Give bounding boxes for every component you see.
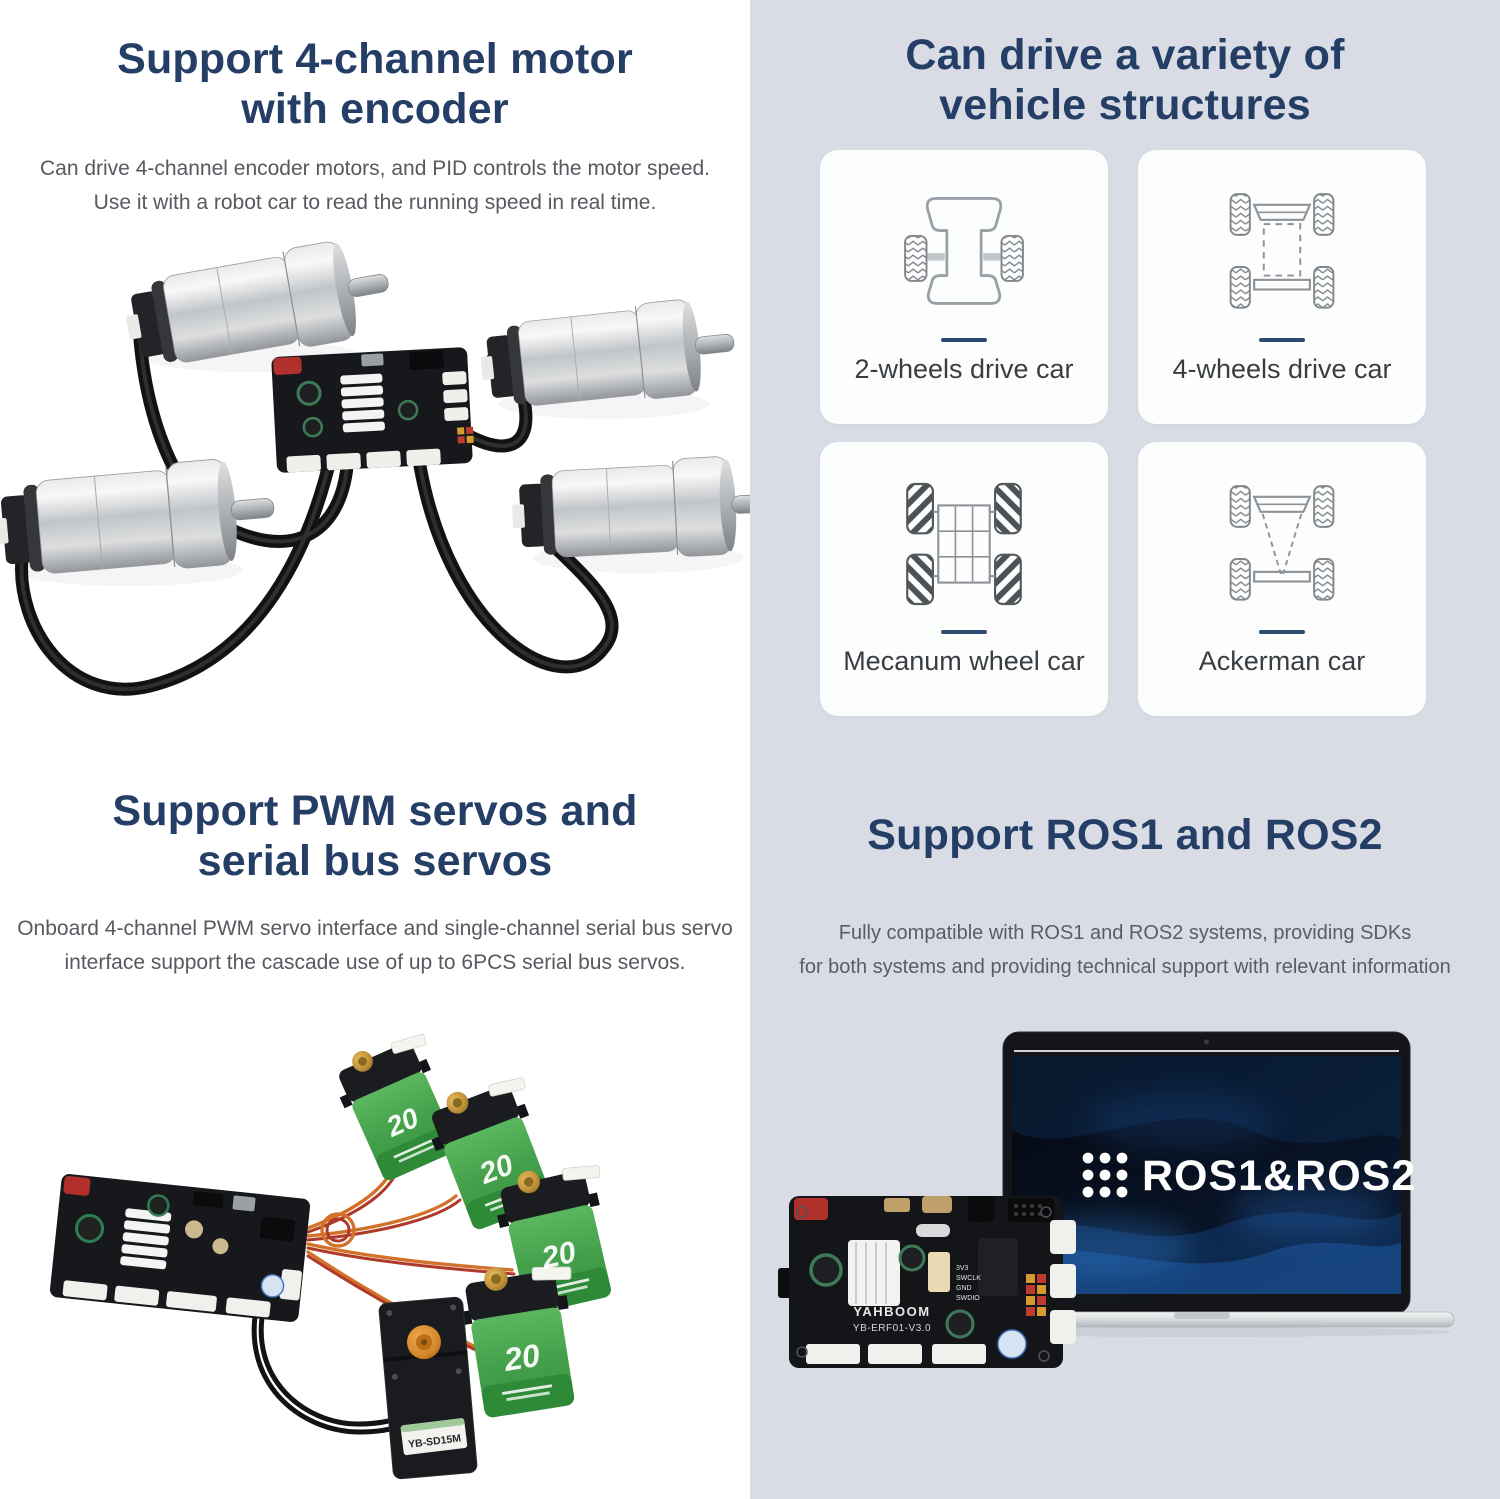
board-pin-label: SWCLK [956, 1275, 981, 1282]
motor-title-line2: with encoder [241, 85, 509, 133]
motor-title-line1: Support 4-channel motor [117, 35, 633, 83]
vehicle-card-label: Mecanum wheel car [843, 646, 1085, 676]
vehicle-title-line1: Can drive a variety of [905, 31, 1345, 79]
ros-section-title: Support ROS1 and ROS2 [750, 810, 1500, 860]
servo-section-title: Support PWM servos and serial bus servos [0, 786, 750, 886]
motor-body-line1: Can drive 4-channel encoder motors, and … [39, 157, 711, 180]
board-brand-silkscreen: YAHBOOM [853, 1304, 930, 1319]
vehicle-cards-grid: 2-wheels drive car 4-wheels drive car [820, 150, 1426, 716]
encoder-motor-4 [509, 453, 750, 566]
ros-body-line1: Fully compatible with ROS1 and ROS2 syst… [838, 922, 1412, 944]
laptop-illustration: ROS1&ROS2 [947, 1031, 1455, 1337]
vehicle-title-line2: vehicle structures [939, 81, 1311, 129]
servo-badge-20: 20 [538, 1235, 580, 1276]
ros-title: Support ROS1 and ROS2 [867, 811, 1383, 859]
two-wheel-drive-car-icon [904, 197, 1024, 305]
motor-section-body: Can drive 4-channel encoder motors, and … [0, 152, 750, 220]
servo-body-line1: Onboard 4-channel PWM servo interface an… [17, 917, 733, 940]
card-underline [941, 630, 987, 634]
card-underline [1259, 630, 1305, 634]
card-underline [941, 338, 987, 342]
servo-body-line2: interface support the cascade use of up … [64, 951, 686, 974]
motor-section-title: Support 4-channel motor with encoder [0, 34, 750, 134]
servo-driver-board [49, 1174, 311, 1322]
vehicle-card-ackerman: Ackerman car [1138, 442, 1426, 716]
ros-dots-icon [1082, 1152, 1128, 1198]
vehicle-card-label: Ackerman car [1198, 646, 1366, 676]
vehicle-card-mecanum: Mecanum wheel car [820, 442, 1108, 716]
servo-title-line1: Support PWM servos and [112, 787, 638, 835]
servo-section-body: Onboard 4-channel PWM servo interface an… [0, 912, 750, 980]
ros-body-line2: for both systems and providing technical… [799, 956, 1451, 978]
ros-expansion-board: 3V3 SWCLK GND SWDIO [778, 1196, 1076, 1368]
servo-badge-20: 20 [501, 1337, 543, 1378]
mecanum-wheel-car-icon [906, 482, 1022, 606]
board-pin-label: 3V3 [956, 1265, 969, 1272]
vehicle-section-title: Can drive a variety of vehicle structure… [750, 30, 1500, 130]
serial-bus-servo: YB-SD15M [378, 1296, 478, 1480]
motor-body-line2: Use it with a robot car to read the runn… [93, 191, 657, 214]
vehicle-card-4wd: 4-wheels drive car [1138, 150, 1426, 424]
board-model-silkscreen: YB-ERF01-V3.0 [853, 1323, 931, 1334]
board-pin-label: SWDIO [956, 1295, 980, 1302]
card-underline [1259, 338, 1305, 342]
board-pin-label: GND [956, 1285, 972, 1292]
ros-section-body: Fully compatible with ROS1 and ROS2 syst… [750, 916, 1500, 984]
ros-illustration: ROS1&ROS2 [778, 1031, 1455, 1368]
ackerman-car-icon [1229, 485, 1335, 601]
vehicle-card-2wd: 2-wheels drive car [820, 150, 1108, 424]
servos-photo: 20 20 20 20 YB-SD15M [49, 1024, 629, 1480]
motor-driver-board [271, 347, 474, 473]
four-wheel-drive-car-icon [1229, 193, 1335, 309]
vehicle-card-label: 4-wheels drive car [1172, 354, 1392, 384]
servo-title-line2: serial bus servos [197, 837, 553, 885]
encoder-motors-photo [0, 232, 750, 696]
ros-screen-text: ROS1&ROS2 [1142, 1152, 1416, 1200]
vehicle-card-label: 2-wheels drive car [854, 354, 1074, 384]
